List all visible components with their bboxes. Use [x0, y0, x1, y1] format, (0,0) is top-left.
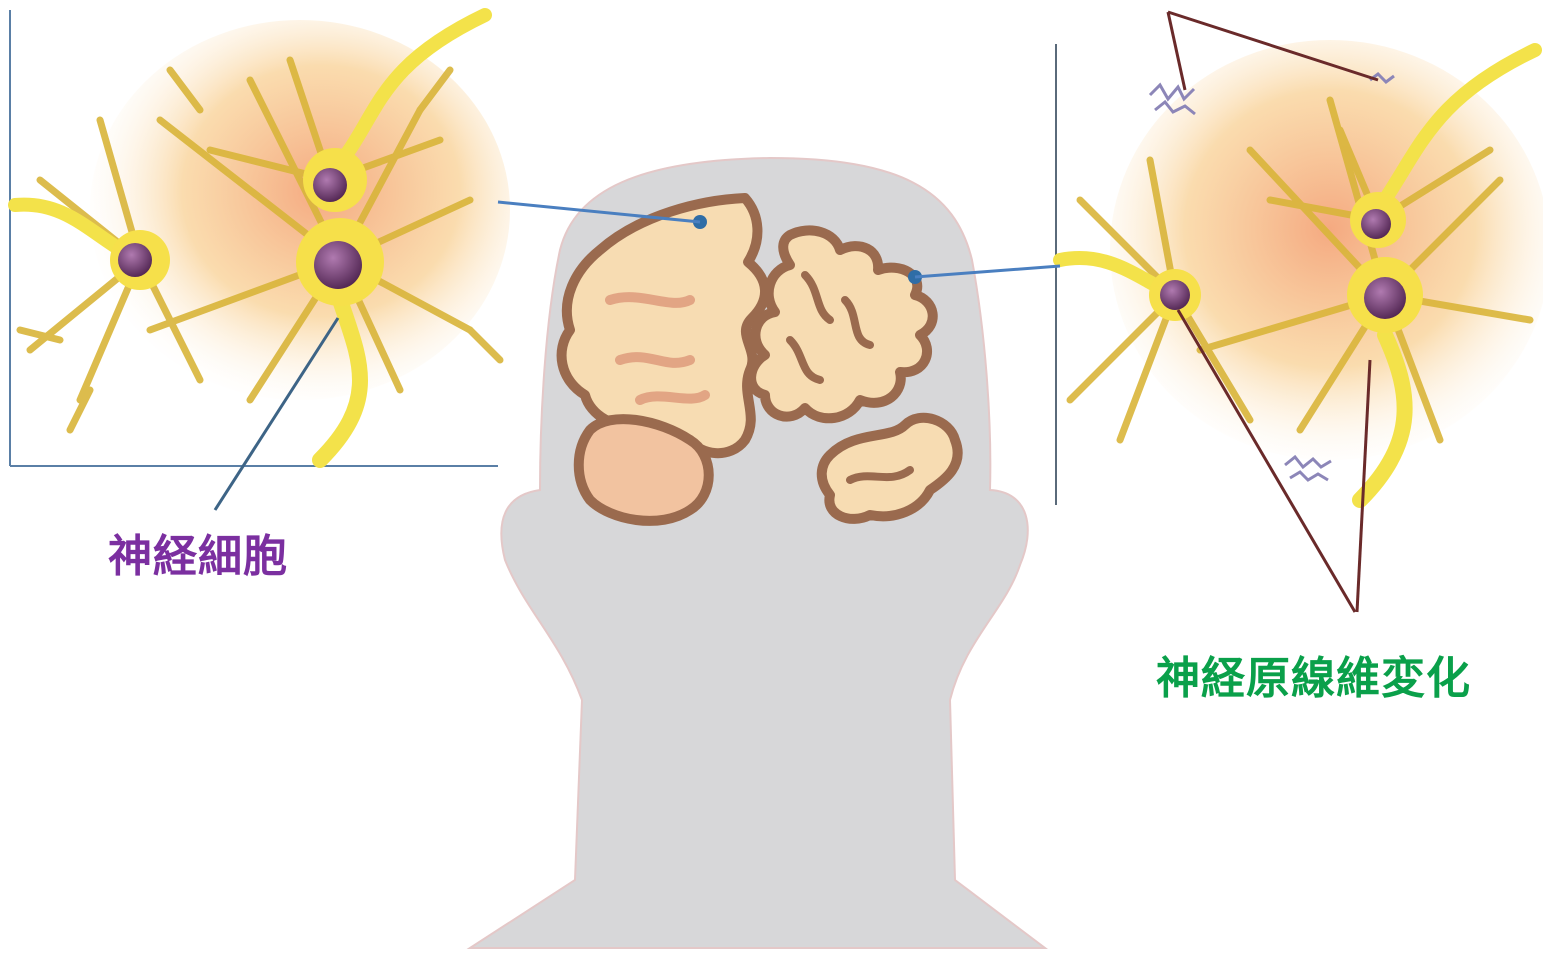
neuron-label: 神経細胞 [108, 520, 288, 584]
neurofibrillary-change-label: 神経原線維変化 [1156, 642, 1471, 706]
